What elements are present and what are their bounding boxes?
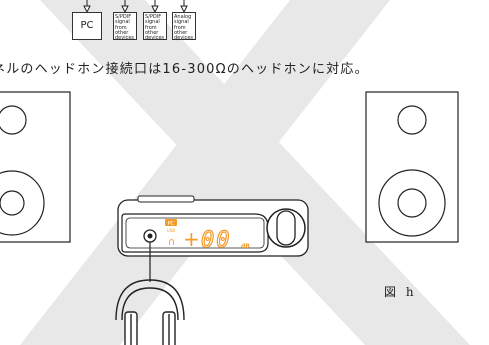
source-spdif-2-line-5: devices <box>145 35 165 42</box>
source-spdif-2: S/PDIF signal from other devices <box>143 12 167 42</box>
headphone-caption: ネルのヘッドホン接続口は16-300Ωのヘッドホンに対応。 <box>0 62 369 77</box>
input-sublabel: USB <box>167 228 175 233</box>
source-spdif-1-line-4: other <box>115 29 129 36</box>
headphone-indicator-icon: ∩ <box>168 237 175 248</box>
input-badge <box>165 219 177 226</box>
volume-sign: + <box>183 227 200 251</box>
source-spdif-2-line-1: S/PDIF <box>145 14 162 20</box>
volume-value: 00 <box>201 228 232 253</box>
source-spdif-1-line-3: from <box>115 24 127 31</box>
source-spdif-1: S/PDIF signal from other devices <box>113 12 137 42</box>
source-analog-line-5: devices <box>174 35 194 42</box>
source-spdif-1-line-1: S/PDIF <box>115 14 132 20</box>
watermark-x <box>20 0 470 345</box>
headphones-icon <box>115 279 185 345</box>
unit-label: dB <box>241 243 250 250</box>
source-analog-line-4: other <box>174 29 188 36</box>
source-spdif-2-line-4: other <box>145 29 159 36</box>
source-spdif-2-line-2: signal <box>145 19 160 26</box>
source-spdif-1-line-5: devices <box>115 35 135 42</box>
source-spdif-1-line-2: signal <box>115 19 130 26</box>
source-analog-line-1: Analog <box>174 14 192 20</box>
source-analog-line-2: signal <box>174 19 189 26</box>
figure-label: 図 h <box>384 285 417 299</box>
source-analog-line-3: from <box>174 24 186 31</box>
source-pc: PC <box>72 12 102 40</box>
input-badge-text: PC <box>168 221 175 227</box>
source-spdif-2-line-3: from <box>145 24 157 31</box>
source-connectors <box>83 0 188 14</box>
left-speaker <box>0 91 71 243</box>
dac-front-panel: PC USB ∩ + 00 dB <box>117 195 309 257</box>
right-speaker <box>365 91 459 243</box>
source-analog: Analog signal from other devices <box>172 12 196 42</box>
